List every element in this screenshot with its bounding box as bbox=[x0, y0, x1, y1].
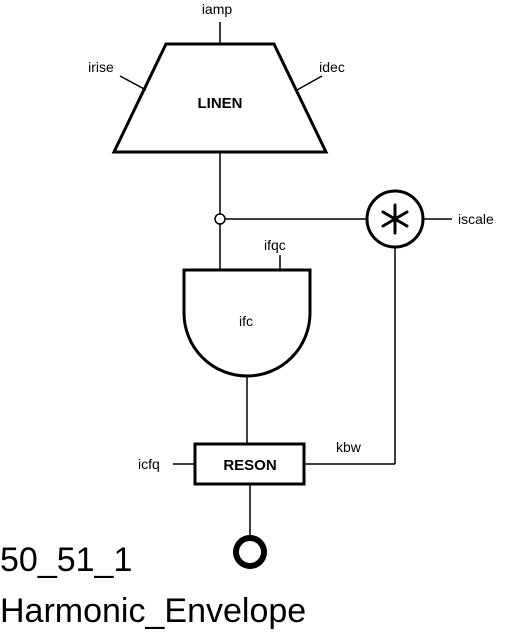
diagram-id: 50_51_1 bbox=[0, 541, 132, 579]
linen-label: LINEN bbox=[198, 95, 243, 112]
kbw-label: kbw bbox=[336, 439, 362, 455]
linen-trapezoid bbox=[111, 42, 329, 154]
ifqc-label: ifqc bbox=[264, 237, 286, 253]
oscillator-shape bbox=[182, 268, 312, 378]
multiplier-block: iscale bbox=[304, 189, 494, 465]
iscale-label: iscale bbox=[458, 211, 494, 227]
output-terminal bbox=[233, 535, 267, 569]
linen-block: LINEN iamp irise idec bbox=[88, 1, 345, 154]
irise-label: irise bbox=[88, 59, 114, 75]
icfq-label: icfq bbox=[138, 456, 160, 472]
junction-node bbox=[214, 213, 226, 225]
asterisk-icon bbox=[381, 203, 409, 235]
diagram-name: Harmonic_Envelope bbox=[0, 592, 306, 630]
idec-wire bbox=[296, 75, 323, 91]
oscillator-block: ifqc ifc bbox=[182, 237, 312, 444]
iamp-label: iamp bbox=[202, 1, 233, 17]
oscillator-label: ifc bbox=[239, 313, 253, 329]
irise-wire bbox=[119, 75, 147, 91]
reson-block: RESON icfq kbw bbox=[138, 439, 362, 569]
idec-label: idec bbox=[319, 59, 345, 75]
reson-label: RESON bbox=[223, 457, 276, 474]
